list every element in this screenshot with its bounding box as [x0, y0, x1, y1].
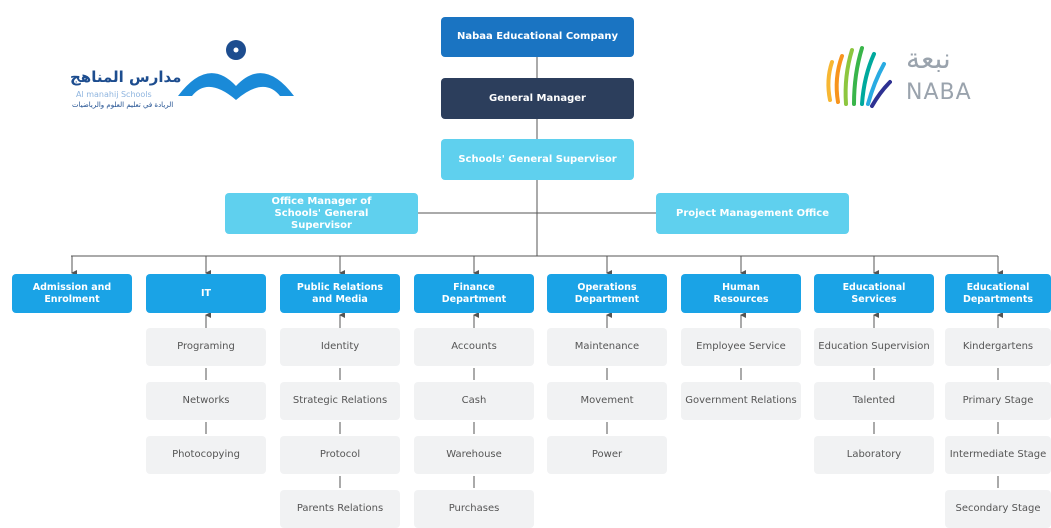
sub-unit-box: Government Relations — [681, 382, 801, 420]
general-manager-box: General Manager — [441, 78, 634, 119]
company-box: Nabaa Educational Company — [441, 17, 634, 57]
sub-unit-box: Secondary Stage — [945, 490, 1051, 528]
sub-unit-box: Purchases — [414, 490, 534, 528]
sub-unit-box: Strategic Relations — [280, 382, 400, 420]
sub-unit-box: Intermediate Stage — [945, 436, 1051, 474]
manahij-logo: مدارس المناهج Al manahij Schools الريادة… — [68, 38, 303, 118]
department-box: Public Relations and Media — [280, 274, 400, 313]
sub-unit-box: Laboratory — [814, 436, 934, 474]
sub-unit-box: Identity — [280, 328, 400, 366]
sub-unit-box: Programing — [146, 328, 266, 366]
sub-unit-box: Cash — [414, 382, 534, 420]
sub-unit-box: Movement — [547, 382, 667, 420]
sub-unit-box: Photocopying — [146, 436, 266, 474]
sub-unit-box: Protocol — [280, 436, 400, 474]
sub-unit-box: Education Supervision — [814, 328, 934, 366]
department-box: Educational Services — [814, 274, 934, 313]
sub-unit-box: Primary Stage — [945, 382, 1051, 420]
department-box: Human Resources — [681, 274, 801, 313]
naba-logo-mark — [826, 46, 892, 108]
sub-unit-box: Employee Service — [681, 328, 801, 366]
naba-arabic-name: نبعة — [906, 42, 951, 75]
manahij-english-name: Al manahij Schools — [76, 90, 152, 99]
department-box: Finance Department — [414, 274, 534, 313]
sub-unit-box: Parents Relations — [280, 490, 400, 528]
department-box: Operations Department — [547, 274, 667, 313]
manahij-logo-mark — [178, 40, 294, 100]
naba-logo: نبعة NABA — [822, 40, 982, 115]
sub-unit-box: Maintenance — [547, 328, 667, 366]
sub-unit-box: Power — [547, 436, 667, 474]
sub-unit-box: Accounts — [414, 328, 534, 366]
department-box: Admission and Enrolment — [12, 274, 132, 313]
department-box: IT — [146, 274, 266, 313]
sub-unit-box: Talented — [814, 382, 934, 420]
department-box: Educational Departments — [945, 274, 1051, 313]
manahij-arabic-name: مدارس المناهج — [70, 68, 182, 86]
manahij-tagline: الريادة في تعليم العلوم والرياضيات — [72, 101, 174, 109]
office-manager-box: Office Manager of Schools' General Super… — [225, 193, 418, 234]
naba-english-name: NABA — [906, 80, 972, 105]
general-supervisor-box: Schools' General Supervisor — [441, 139, 634, 180]
sub-unit-box: Warehouse — [414, 436, 534, 474]
sub-unit-box: Kindergartens — [945, 328, 1051, 366]
project-management-office-box: Project Management Office — [656, 193, 849, 234]
sub-unit-box: Networks — [146, 382, 266, 420]
